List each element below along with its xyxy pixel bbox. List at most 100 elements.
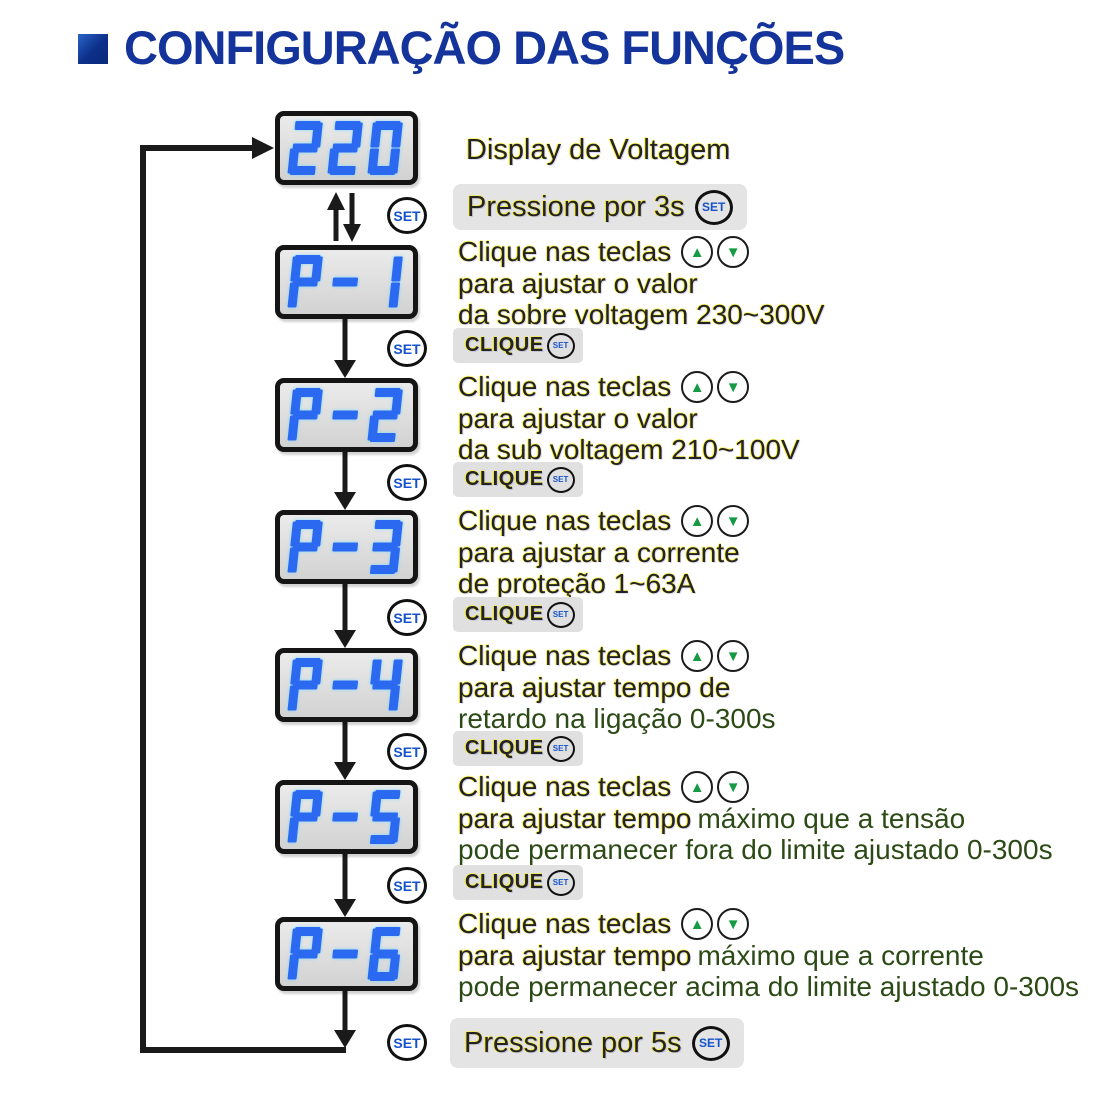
- instruction-text: para ajustar tempo de: [458, 672, 731, 703]
- down-key-icon-glyph: ▼: [725, 512, 741, 530]
- loop-wire: [140, 145, 346, 1053]
- down-key-icon-glyph: ▼: [725, 647, 741, 665]
- instruction-line-3-P-2: da sub voltagem 210~100V: [458, 434, 800, 466]
- set-button-icon: SET: [546, 466, 575, 493]
- set-button-icon: SET: [694, 189, 733, 225]
- set-button-icon: SET: [546, 869, 575, 896]
- key-icons: ▲▼: [681, 371, 750, 403]
- down-key-icon-glyph: ▼: [725, 378, 741, 396]
- set-button-icon: SET: [546, 601, 575, 628]
- instruction-text: Clique nas teclas: [458, 371, 672, 402]
- clique-label: CLIQUE: [465, 334, 544, 356]
- instruction-line-3-P-1: da sobre voltagem 230~300V: [458, 299, 825, 331]
- press-5s-label: Pressione por 5s: [464, 1026, 682, 1059]
- key-icons: ▲▼: [681, 771, 750, 803]
- up-key-icon-glyph: ▲: [689, 647, 705, 665]
- clique-label: CLIQUE: [465, 603, 544, 625]
- set-button-icon: SET: [546, 332, 575, 359]
- set-button: SET: [387, 599, 427, 636]
- instruction-text: da sobre voltagem 230~300V: [458, 299, 825, 330]
- title-bullet-icon: [78, 34, 108, 64]
- instruction-line-1-P-3: Clique nas teclas▲▼: [458, 505, 750, 537]
- up-key-icon-glyph: ▲: [689, 243, 705, 261]
- key-icons: ▲▼: [681, 908, 750, 940]
- down-key-icon: ▼: [717, 640, 750, 672]
- up-key-icon-glyph: ▲: [689, 378, 705, 396]
- set-button: SET: [387, 867, 427, 904]
- instruction-text: da sub voltagem 210~100V: [458, 434, 800, 465]
- loop-arrowhead-icon: [252, 137, 274, 159]
- instruction-text: máximo que a tensão: [697, 803, 966, 834]
- down-key-icon: ▼: [717, 236, 750, 268]
- up-key-icon-glyph: ▲: [689, 915, 705, 933]
- led-display-P-1: [275, 245, 418, 319]
- instruction-text: máximo que a corrente: [697, 940, 984, 971]
- clique-label: CLIQUE: [465, 737, 544, 759]
- down-key-icon-glyph: ▼: [725, 915, 741, 933]
- instruction-text: Clique nas teclas: [458, 505, 672, 536]
- set-button-label: SET: [393, 207, 421, 224]
- instruction-line-2-P-1: para ajustar o valor: [458, 268, 698, 300]
- instruction-line-2-P-4: para ajustar tempo de: [458, 672, 730, 704]
- set-button: SET: [387, 464, 427, 501]
- up-key-icon-glyph: ▲: [689, 512, 705, 530]
- down-key-icon: ▼: [717, 371, 750, 403]
- up-key-icon: ▲: [681, 640, 714, 672]
- set-button-label: SET: [393, 1034, 421, 1051]
- key-icons: ▲▼: [681, 640, 750, 672]
- instruction-line-3-P-3: de proteção 1~63A: [458, 568, 695, 600]
- press-3s-note: Pressione por 3s SET: [453, 184, 747, 230]
- voltage-display-caption: Display de Voltagem: [466, 134, 731, 166]
- instruction-line-1-P-2: Clique nas teclas▲▼: [458, 371, 750, 403]
- instruction-line-1-P-5: Clique nas teclas ▲▼: [458, 771, 750, 803]
- set-button-label: SET: [393, 743, 421, 760]
- set-button-label: SET: [393, 340, 421, 357]
- down-key-icon: ▼: [717, 505, 750, 537]
- set-button-label: SET: [393, 474, 421, 491]
- up-key-icon: ▲: [681, 236, 714, 268]
- instruction-line-3-P-6: pode permanecer acima do limite ajustado…: [458, 971, 1079, 1003]
- section-title: CONFIGURAÇÃO DAS FUNÇÕES: [78, 21, 845, 74]
- set-button-label: SET: [393, 877, 421, 894]
- instruction-line-1-P-1: Clique nas teclas▲▼: [458, 236, 750, 268]
- instruction-text: para ajustar tempo: [458, 940, 692, 971]
- led-display-P-3: [275, 510, 418, 584]
- led-display-P-2: [275, 378, 418, 452]
- up-key-icon: ▲: [681, 371, 714, 403]
- up-key-icon: ▲: [681, 908, 714, 940]
- led-display-P-6: [275, 917, 418, 991]
- set-button: SET: [387, 330, 427, 367]
- instruction-text: Clique nas teclas: [458, 908, 672, 939]
- set-button: SET: [387, 733, 427, 770]
- instruction-text: Clique nas teclas: [458, 771, 672, 802]
- instruction-text: retardo na ligação 0-300s: [458, 703, 776, 734]
- instruction-text: para ajustar o valor: [458, 268, 698, 299]
- clique-label: CLIQUE: [465, 468, 544, 490]
- instruction-line-1-P-6: Clique nas teclas▲▼: [458, 908, 750, 940]
- instruction-line-2-P-2: para ajustar o valor: [458, 403, 698, 435]
- instruction-text: Clique nas teclas: [458, 640, 672, 671]
- led-display-P-5: [275, 780, 418, 854]
- led-display-220: [275, 111, 418, 185]
- set-button: SET: [387, 197, 427, 234]
- instruction-line-3-P-4: retardo na ligação 0-300s: [458, 703, 776, 735]
- clique-label: CLIQUE: [465, 871, 544, 893]
- instruction-line-1-P-4: Clique nas teclas▲▼: [458, 640, 750, 672]
- instruction-text: pode permanecer fora do limite ajustado …: [458, 834, 1053, 865]
- led-display-P-4: [275, 648, 418, 722]
- press-5s-note: Pressione por 5s SET: [450, 1018, 744, 1068]
- key-icons: ▲▼: [681, 505, 750, 537]
- instruction-text: para ajustar a corrente: [458, 537, 740, 568]
- set-button-icon: SET: [691, 1025, 730, 1061]
- page-title: CONFIGURAÇÃO DAS FUNÇÕES: [124, 21, 845, 74]
- press-3s-label: Pressione por 3s: [467, 190, 685, 223]
